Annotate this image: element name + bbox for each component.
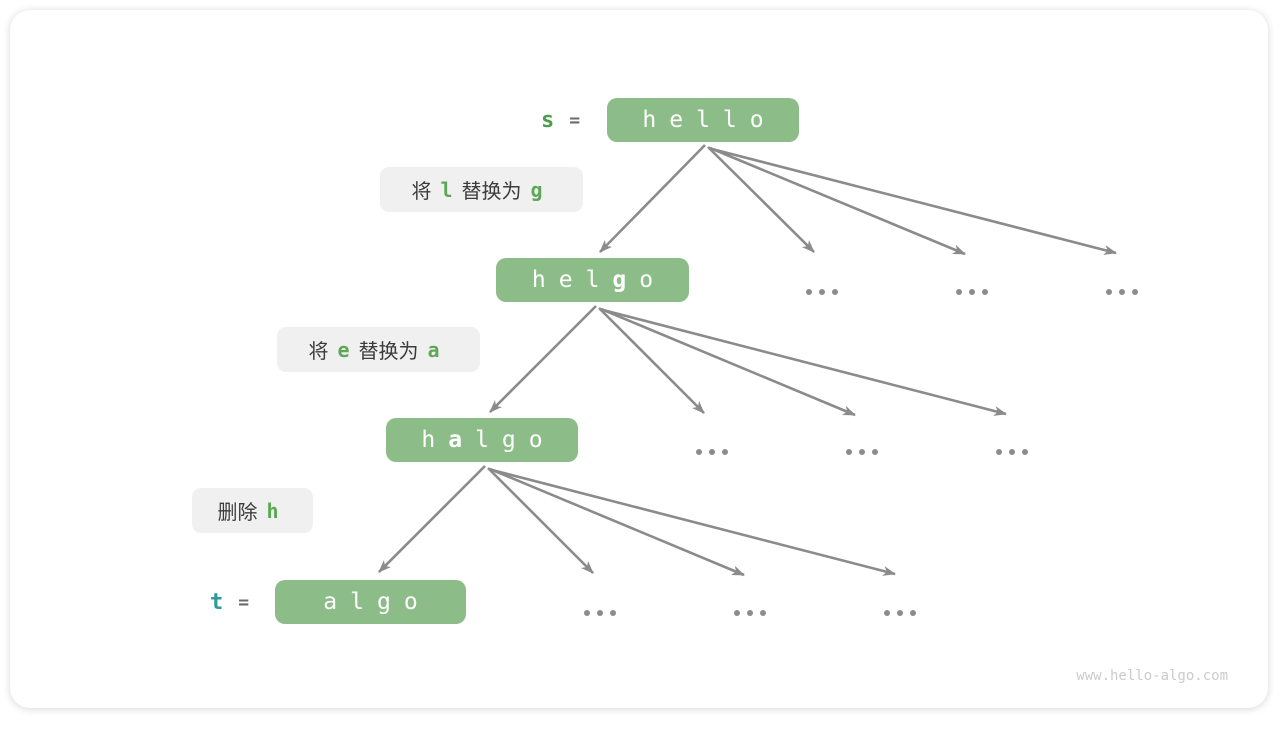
edge-hello-ellipsis-3	[711, 147, 1117, 255]
string-char: e	[558, 267, 573, 293]
variable-name-s: s	[541, 107, 555, 133]
operation-label-delete-h: 删除 h	[192, 488, 313, 533]
string-char: l	[475, 427, 489, 453]
ellipsis-node	[1106, 289, 1138, 295]
edge-helgo-ellipsis-3	[602, 308, 1007, 416]
string-node-halgo: h a l g o	[386, 418, 578, 462]
operation-char-to: a	[427, 337, 440, 362]
string-node-hello: h e l l o	[607, 98, 799, 142]
watermark: www.hello-algo.com	[1076, 668, 1228, 684]
variable-label-t: t =	[210, 588, 249, 616]
string-char: h	[531, 267, 546, 293]
edge-halgo-ellipsis-2	[489, 467, 745, 577]
operation-char-from: l	[440, 177, 453, 202]
string-char: g	[377, 589, 391, 615]
equals-sign: =	[238, 591, 250, 613]
ellipsis-node	[584, 610, 616, 616]
operation-text: 将	[411, 181, 432, 203]
ellipsis-node	[696, 449, 728, 455]
operation-text: 替换为	[358, 341, 419, 363]
ellipsis-node	[806, 289, 838, 295]
string-char: e	[669, 107, 684, 133]
string-node-helgo: h e l g o	[496, 258, 689, 302]
operation-char-to: g	[530, 177, 543, 202]
operation-char-target: h	[266, 498, 279, 523]
ellipsis-node	[956, 289, 988, 295]
operation-char-from: e	[337, 337, 350, 362]
operation-text: 将	[308, 341, 329, 363]
string-char: l	[696, 107, 710, 133]
ellipsis-node	[996, 449, 1028, 455]
variable-label-s: s =	[541, 106, 580, 134]
string-char: g	[501, 427, 516, 453]
equals-sign: =	[569, 109, 581, 131]
edge-hello-ellipsis-1	[707, 146, 815, 253]
operation-label-replace-l-g: 将 l 替换为 g	[380, 167, 583, 212]
string-char: o	[528, 427, 543, 453]
string-char: o	[639, 267, 654, 293]
edge-halgo-algo	[378, 465, 486, 573]
string-char-changed: a	[448, 427, 463, 453]
string-char: l	[350, 589, 364, 615]
edge-halgo-ellipsis-1	[487, 467, 594, 574]
edge-helgo-halgo	[489, 305, 597, 413]
string-char: l	[722, 107, 737, 133]
ellipsis-node	[884, 610, 916, 616]
string-char: h	[642, 107, 657, 133]
edge-helgo-ellipsis-2	[600, 307, 856, 417]
edge-helgo-ellipsis-1	[598, 307, 705, 414]
variable-name-t: t	[210, 589, 224, 615]
string-char: l	[585, 267, 600, 293]
string-char: a	[323, 589, 338, 615]
diagram-card: s = h e l l o 将 l 替换为 g h e l g o 将 e 替换…	[10, 10, 1268, 708]
ellipsis-node	[734, 610, 766, 616]
string-char: h	[421, 427, 436, 453]
ellipsis-node	[846, 449, 878, 455]
string-char: o	[749, 107, 764, 133]
edge-hello-helgo	[599, 144, 706, 253]
edge-hello-ellipsis-2	[709, 146, 966, 256]
operation-text: 替换为	[461, 181, 522, 203]
string-char-changed: g	[612, 267, 627, 293]
string-char: o	[403, 589, 418, 615]
operation-label-replace-e-a: 将 e 替换为 a	[277, 327, 480, 372]
string-node-algo: a l g o	[275, 580, 466, 624]
edge-halgo-ellipsis-3	[491, 468, 896, 576]
operation-text: 删除	[217, 502, 258, 524]
